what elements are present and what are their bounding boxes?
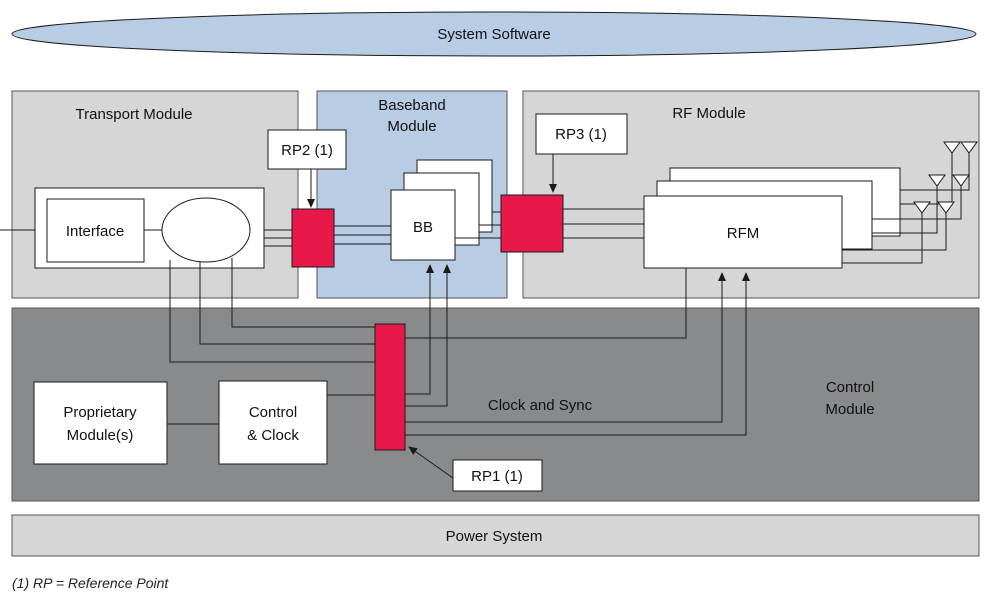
rp1-bb-arrow-2 (405, 264, 451, 407)
antenna-icon (913, 201, 931, 214)
clock-sync-arrow-1 (405, 272, 726, 423)
clock-sync-arrow-2 (405, 272, 750, 436)
bb-label: BB (413, 219, 433, 236)
system-software-label: System Software (437, 26, 550, 43)
proprietary-label-line1: Proprietary (63, 404, 137, 421)
interface-label: Interface (66, 223, 124, 240)
footnote: (1) RP = Reference Point (12, 575, 169, 591)
rfm-antenna-feed-4 (872, 186, 938, 234)
rp1-callout-box (452, 459, 543, 492)
rfm-antenna-feed-1 (900, 153, 970, 191)
rfm-antenna-feed-3 (872, 186, 962, 220)
antenna-icon (960, 141, 978, 154)
rp3-callout-box (535, 113, 628, 155)
control-clock-box (218, 380, 328, 465)
power-system-label: Power System (446, 528, 543, 545)
control-clock-label-line2: & Clock (247, 427, 299, 444)
proprietary-modules-box (33, 381, 168, 465)
rfm-antenna-feed-5 (842, 213, 947, 251)
rp1-callout-arrow (408, 446, 454, 479)
switch-rp1-line-1 (169, 260, 375, 363)
baseband-module-label-line2: Module (387, 118, 436, 135)
rp3-block (500, 194, 564, 253)
rp1-bb-arrow-1 (405, 264, 434, 395)
rp1-rfm-control-line (405, 268, 687, 339)
system-software-ellipse (11, 11, 977, 57)
bb-box-front (390, 189, 456, 261)
rp1-label: RP1 (1) (471, 468, 523, 485)
transport-module-label: Transport Module (76, 106, 193, 123)
rfm-box-front (643, 195, 843, 269)
proprietary-label-line2: Module(s) (67, 427, 134, 444)
rf-module-label: RF Module (672, 105, 745, 122)
switch-rp1-line-2 (199, 262, 375, 345)
antenna-icon (937, 201, 955, 214)
baseband-module-label-line1: Baseband (378, 97, 446, 114)
transport-switch-ellipse (161, 197, 251, 263)
control-clock-label-line1: Control (249, 404, 297, 421)
rp2-label: RP2 (1) (281, 142, 333, 159)
antenna-icon (943, 141, 961, 154)
power-system-panel (11, 514, 980, 557)
clock-sync-label: Clock and Sync (488, 397, 593, 414)
rp1-block (374, 323, 406, 451)
switch-rp1-line-3 (231, 258, 375, 328)
antenna-icon (952, 174, 970, 187)
control-module-label-line1: Control (826, 379, 874, 396)
rfm-antenna-feed-6 (842, 213, 923, 264)
rp3-label: RP3 (1) (555, 126, 607, 143)
rp2-callout-box (267, 129, 347, 170)
control-module-label-line2: Module (825, 401, 874, 418)
rfm-label: RFM (727, 225, 760, 242)
antenna-icon (928, 174, 946, 187)
rp2-block (291, 208, 335, 268)
